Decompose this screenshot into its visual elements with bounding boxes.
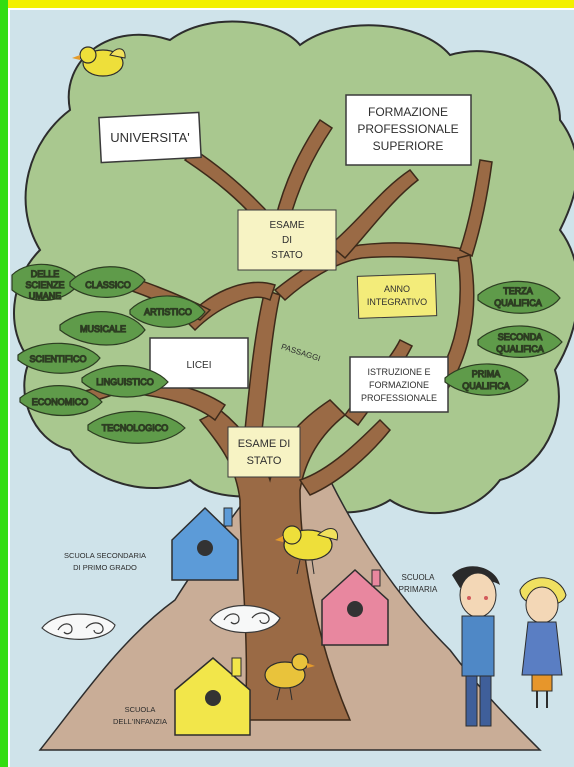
formazione-sup-line-3: SUPERIORE: [373, 139, 444, 153]
liceo-leaves: DELLE SCIENZE UMANE CLASSICO ARTISTICO M…: [11, 263, 206, 444]
bird-middle: [275, 525, 339, 575]
leaf-prima-qualifica: PRIMA QUALIFICA: [444, 363, 529, 396]
leaf-terza-line-2: QUALIFICA: [494, 298, 542, 308]
frame-left-border: [0, 0, 8, 767]
leaf-seconda-line-1: SECONDA: [498, 332, 543, 342]
esame-bottom-line-1: ESAME DI: [238, 438, 291, 450]
qualifica-leaves: TERZA QUALIFICA SECONDA QUALIFICA PRIMA …: [444, 280, 563, 396]
esame-bottom-line-2: STATO: [247, 455, 282, 467]
universita-box: UNIVERSITA': [98, 111, 202, 164]
house-primaria: [321, 568, 389, 646]
istruzione-box: ISTRUZIONE E FORMAZIONE PROFESSIONALE: [349, 356, 449, 413]
swirl-cloud-left: [41, 613, 116, 640]
leaf-tecnologico: TECNOLOGICO: [87, 410, 186, 444]
house-secondaria: [171, 506, 239, 581]
formazione-sup-line-2: PROFESSIONALE: [357, 122, 458, 136]
esame-top-line-1: ESAME: [269, 220, 304, 231]
secondaria-line-1: SCUOLA SECONDARIA: [64, 551, 146, 560]
istruzione-line-2: FORMAZIONE: [369, 380, 429, 390]
anno-integrativo-note: ANNO INTEGRATIVO: [356, 273, 438, 319]
infanzia-line-2: DELL'INFANZIA: [113, 717, 167, 726]
leaf-musicale-label: MUSICALE: [80, 324, 126, 334]
leaf-seconda-line-2: QUALIFICA: [496, 344, 544, 354]
formazione-superiore-box: FORMAZIONE PROFESSIONALE SUPERIORE: [345, 94, 472, 166]
leaf-prima-line-1: PRIMA: [472, 369, 501, 379]
leaf-scienze-umane-line-2: SCIENZE: [25, 280, 64, 290]
leaf-linguistico: LINGUISTICO: [81, 365, 169, 398]
house-infanzia: [174, 657, 251, 736]
boy-figure: [452, 566, 500, 727]
leaf-seconda-qualifica: SECONDA QUALIFICA: [477, 325, 563, 358]
leaf-musicale: MUSICALE: [59, 311, 146, 346]
leaf-tecnologico-label: TECNOLOGICO: [102, 423, 169, 433]
bird-top: [72, 46, 126, 77]
leaf-artistico: ARTISTICO: [129, 295, 206, 328]
leaf-classico-label: CLASSICO: [85, 280, 131, 290]
leaf-scientifico: SCIENTIFICO: [17, 342, 101, 374]
universita-label: UNIVERSITA': [110, 130, 190, 145]
leaf-classico: CLASSICO: [69, 266, 146, 298]
leaf-economico: ECONOMICO: [19, 385, 103, 417]
leaf-scienze-umane-line-1: DELLE: [31, 269, 60, 279]
primaria-line-1: SCUOLA: [402, 573, 436, 582]
swirl-cloud-right: [209, 604, 281, 634]
primaria-line-2: PRIMARIA: [399, 585, 438, 594]
leaf-terza-line-1: TERZA: [503, 286, 533, 296]
frame-top-border: [0, 0, 574, 8]
anno-integrativo-line-1: ANNO: [384, 284, 410, 294]
istruzione-line-1: ISTRUZIONE E: [367, 367, 430, 377]
leaf-artistico-label: ARTISTICO: [144, 307, 192, 317]
licei-label: LICEI: [186, 360, 211, 371]
esame-top-line-2: DI: [282, 235, 292, 246]
girl-figure: [519, 577, 567, 708]
leaf-linguistico-label: LINGUISTICO: [96, 377, 154, 387]
leaf-scientifico-label: SCIENTIFICO: [29, 354, 86, 364]
esame-stato-top-note: ESAME DI STATO: [237, 209, 337, 271]
leaf-scienze-umane-line-3: UMANE: [29, 291, 62, 301]
leaf-scienze-umane: DELLE SCIENZE UMANE: [11, 263, 81, 302]
formazione-sup-line-1: FORMAZIONE: [368, 105, 448, 119]
esame-stato-bottom-note: ESAME DI STATO: [227, 426, 301, 478]
infanzia-line-1: SCUOLA: [125, 705, 156, 714]
leaf-terza-qualifica: TERZA QUALIFICA: [477, 280, 561, 314]
bird-bottom: [264, 653, 315, 701]
secondaria-line-2: DI PRIMO GRADO: [73, 563, 137, 572]
anno-integrativo-line-2: INTEGRATIVO: [367, 297, 427, 307]
istruzione-line-3: PROFESSIONALE: [361, 393, 437, 403]
esame-top-line-3: STATO: [271, 250, 303, 261]
leaf-economico-label: ECONOMICO: [32, 397, 89, 407]
leaf-prima-line-2: QUALIFICA: [462, 381, 510, 391]
